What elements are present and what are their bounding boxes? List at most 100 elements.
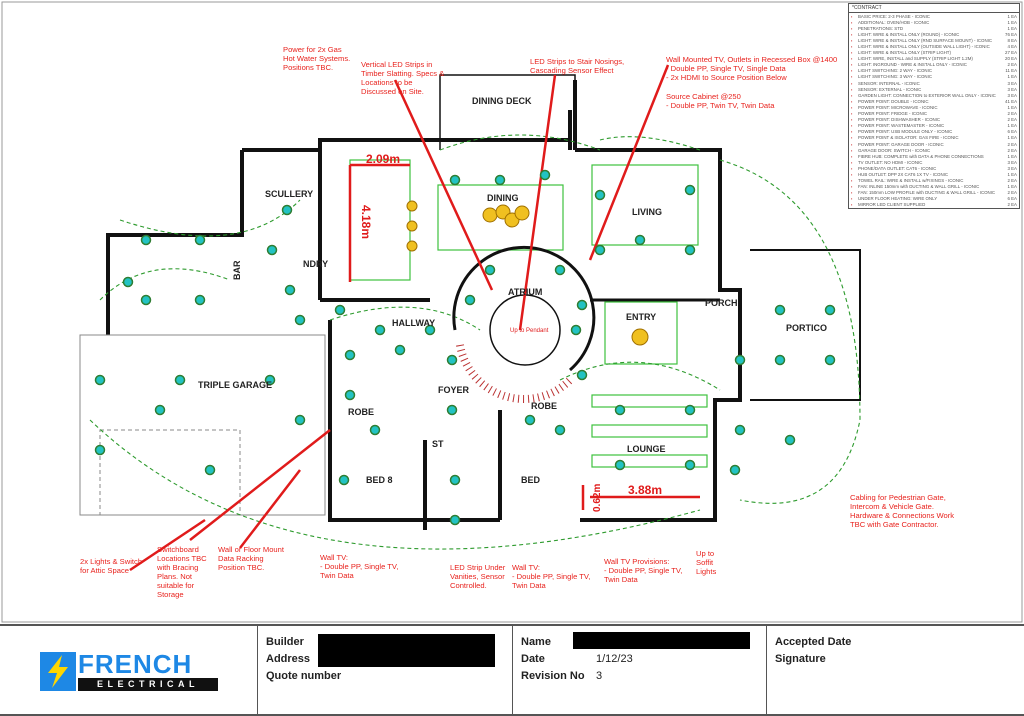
downlight-icon <box>140 294 152 306</box>
downlight-icon <box>424 324 436 336</box>
note-attic: 2x Lights & Switch for Attic Space <box>80 557 143 575</box>
downlight-icon <box>449 514 461 526</box>
legend-symbol-icon: ▪ <box>851 74 853 80</box>
room-dining: DINING <box>487 193 519 203</box>
legend-row: ▪LIGHT: WIRE & INSTALL ONLY (ROUND) - IC… <box>849 31 1019 37</box>
date-label: Date <box>521 653 545 665</box>
redacted-builder-address <box>318 634 495 667</box>
legend-item-label: POWER POINT: GARAGE DOOR - ICONIC <box>858 141 944 147</box>
legend-item-qty: 4 EA <box>1007 44 1017 50</box>
legend-item-label: GARAGE DOOR: SWITCH - ICONIC <box>858 147 931 153</box>
legend-item-qty: 2 EA <box>1007 117 1017 123</box>
room-labels: DINING DECK SCULLERY BAR NDRY DINING LIV… <box>198 96 827 485</box>
legend-item-qty: 1 EA <box>1007 13 1017 19</box>
legend-title: *CONTRACT <box>849 4 1019 13</box>
legend-item-label: LIGHT: WIRE, INSTALL and SUPPLY (STRIP L… <box>858 56 973 62</box>
company-logo: FRENCH ELECTRICAL <box>40 649 220 691</box>
legend-symbol-icon: ▪ <box>851 135 853 141</box>
dimension-lines <box>129 64 700 572</box>
redacted-name <box>573 632 750 649</box>
downlight-icon <box>446 354 458 366</box>
note-stair-led: LED Strips to Stair Nosings, Cascading S… <box>530 57 625 75</box>
room-robe-1: ROBE <box>348 407 374 417</box>
legend-item-qty: 3 EA <box>1007 92 1017 98</box>
legend-symbol-icon: ▪ <box>851 25 853 31</box>
downlight-icon <box>154 404 166 416</box>
note-vanity-led: LED Strip Under Vanities, Sensor Control… <box>450 563 506 590</box>
legend-row: ▪FAN: 150mm LOW PROFILE with DUCTING & W… <box>849 190 1019 196</box>
downlight-icon <box>284 284 296 296</box>
note-data-rack: Wall or Floor Mount Data Racking Positio… <box>218 545 284 572</box>
downlight-icon <box>576 369 588 381</box>
legend-symbol-icon: ▪ <box>851 171 853 177</box>
room-bed: BED <box>521 475 541 485</box>
legend-symbol-icon: ▪ <box>851 56 853 62</box>
downlight-icon <box>449 174 461 186</box>
logo-text-top: FRENCH <box>78 649 193 679</box>
legend-symbol-icon: ▪ <box>851 62 853 68</box>
legend-symbol-icon: ▪ <box>851 165 853 171</box>
downlight-icon <box>449 474 461 486</box>
downlight-icon <box>464 294 476 306</box>
legend-item-label: ADDITIONAL: OVEN/HOB - ICONIC <box>858 19 930 25</box>
note-gate: Cabling for Pedestrian Gate, Intercom & … <box>850 493 955 529</box>
legend-symbol-icon: ▪ <box>851 196 853 202</box>
legend-symbol-icon: ▪ <box>851 111 853 117</box>
downlight-icon <box>734 354 746 366</box>
legend-item-qty: 3 EA <box>1007 165 1017 171</box>
legend-item-qty: 76 EA <box>1005 31 1017 37</box>
logo-text-bottom: ELECTRICAL <box>78 678 218 691</box>
legend-item-qty: 2 EA <box>1007 62 1017 68</box>
downlight-icon <box>194 294 206 306</box>
legend-item-label: SENSOR: INTERNAL - ICONIC <box>858 80 920 86</box>
downlight-icon <box>194 234 206 246</box>
legend-symbol-icon: ▪ <box>851 44 853 50</box>
pendants <box>406 200 649 346</box>
legend-item-qty: 1 EA <box>1007 74 1017 80</box>
legend-item-qty: 2 EA <box>1007 190 1017 196</box>
note-wall-tv: Wall Mounted TV, Outlets in Recessed Box… <box>666 55 838 82</box>
legend-item-label: POWER POINT: USB MODULE ONLY - ICONIC <box>858 129 953 135</box>
note-bed8-tv: Wall TV: - Double PP, Single TV, Twin Da… <box>320 553 399 580</box>
downlight-icon <box>524 414 536 426</box>
legend-symbol-icon: ▪ <box>851 31 853 37</box>
downlight-icon <box>264 374 276 386</box>
note-vertical-led: Vertical LED Strips in Timber Slatting. … <box>361 60 445 96</box>
legend-row: ▪LIGHT: WIRE & INSTALL ONLY (STRIP LIGHT… <box>849 50 1019 56</box>
downlight-icon <box>734 424 746 436</box>
name-label: Name <box>521 636 551 648</box>
legend-row: ▪POWER POINT & ISOLATOR: GAS FIRE - ICON… <box>849 135 1019 141</box>
downlight-icon <box>614 404 626 416</box>
legend-item-label: TV OUTLET: NO HDMI - ICONIC <box>858 159 923 165</box>
legend-row: ▪LIGHT: WIRE & INSTALL ONLY (RND SURFACE… <box>849 37 1019 43</box>
legend-row: ▪TOWEL RAIL: WIRE & INSTALL w/FIXINGS - … <box>849 178 1019 184</box>
room-portico: PORTICO <box>786 323 827 333</box>
legend-item-qty: 2 EA <box>1007 141 1017 147</box>
note-switchboard: Switchboard Locations TBC with Bracing P… <box>157 545 207 599</box>
downlight-icon <box>634 234 646 246</box>
lightning-bolt-icon <box>40 652 76 691</box>
legend-item-qty: 6 EA <box>1007 196 1017 202</box>
legend-item-qty: 20 EA <box>1005 56 1017 62</box>
downlight-icon <box>784 434 796 446</box>
dim-lounge-width: 3.88m <box>628 483 662 497</box>
downlight-icon <box>94 374 106 386</box>
legend-item-qty: 1 EA <box>1007 25 1017 31</box>
pendant-note: Up to Pendant <box>510 328 549 334</box>
legend-item-label: LIGHT: WIRE & INSTALL ONLY (STRIP LIGHT) <box>858 50 951 56</box>
light-fittings <box>94 169 836 526</box>
room-triple-garage: TRIPLE GARAGE <box>198 380 272 390</box>
legend-item-qty: 1 EA <box>1007 104 1017 110</box>
legend-row: ▪FAN: INLINE 150mm with DUCTING & WALL G… <box>849 184 1019 190</box>
revision-value: 3 <box>596 670 603 682</box>
downlight-icon <box>774 304 786 316</box>
contract-legend: *CONTRACT ▪BASIC PRICE: 2-3 PHASE - ICON… <box>848 3 1020 209</box>
downlight-icon <box>729 464 741 476</box>
legend-item-label: LIGHT: WIRE & INSTALL ONLY (OUTSIDE WALL… <box>858 44 990 50</box>
legend-symbol-icon: ▪ <box>851 202 853 208</box>
legend-symbol-icon: ▪ <box>851 19 853 25</box>
downlight-icon <box>684 244 696 256</box>
